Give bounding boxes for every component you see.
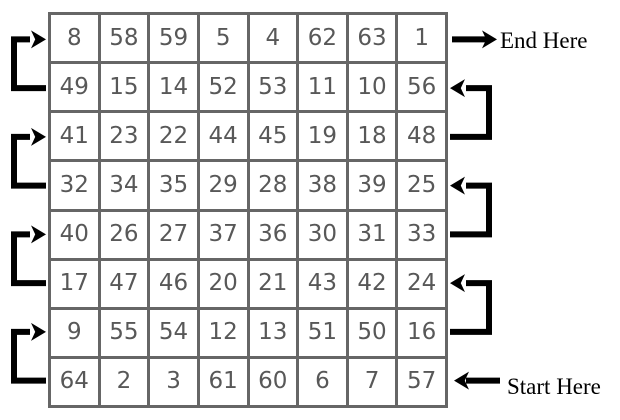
grid-cell: 5 [199,15,247,62]
grid-cell: 25 [398,162,445,209]
arrow-head-right-icon [31,30,46,49]
right-hook-connector [450,182,492,238]
grid-cell: 38 [299,162,346,209]
grid-cell: 33 [398,211,445,258]
grid-cell: 56 [398,64,445,111]
arrow-head-left-icon [454,371,469,390]
grid-cell: 51 [299,309,346,356]
grid-cell: 34 [100,162,148,209]
grid-cell: 36 [249,211,297,258]
grid-cell: 18 [348,113,396,160]
grid-cell: 46 [150,260,197,307]
grid-cell: 7 [348,358,396,405]
grid-cell: 58 [100,15,148,62]
grid-cell: 29 [199,162,247,209]
grid-cell: 24 [398,260,445,307]
left-hook-connector [11,133,46,189]
right-hook-connector [450,280,492,335]
arrow-head-left-icon [450,274,465,293]
grid-cell: 41 [51,113,98,160]
grid-cell: 12 [199,309,247,356]
grid-cell: 27 [150,211,197,258]
grid-cell: 19 [299,113,346,160]
grid-cell: 63 [348,15,396,62]
grid-cell: 1 [398,15,445,62]
grid-cell: 39 [348,162,396,209]
grid-cell: 4 [249,15,297,62]
arrow-head-right-icon [31,127,46,146]
grid-cell: 28 [249,162,297,209]
grid-cell: 26 [100,211,148,258]
grid-cell: 57 [398,358,445,405]
grid-cell: 15 [100,64,148,111]
grid-cell: 47 [100,260,148,307]
grid-cell: 62 [299,15,346,62]
grid-cell: 14 [150,64,197,111]
grid-cell: 37 [199,211,247,258]
grid-cell: 20 [199,260,247,307]
grid-cell: 16 [398,309,445,356]
grid-cell: 54 [150,309,197,356]
grid-cell: 61 [199,358,247,405]
left-hook-connector [11,36,46,92]
right-hook-connector [450,85,492,140]
grid-cell: 53 [249,64,297,111]
grid-cell: 44 [199,113,247,160]
left-hook-connector [11,328,46,384]
grid-cell: 52 [199,64,247,111]
grid-cell: 2 [100,358,148,405]
grid-cell: 32 [51,162,98,209]
grid-cell: 23 [100,113,148,160]
start-here-label: Start Here [507,374,601,399]
left-hook-connector [11,231,46,287]
grid-cell: 50 [348,309,396,356]
arrow-head-left-icon [450,79,465,98]
grid-cell: 3 [150,358,197,405]
grid-cell: 10 [348,64,396,111]
grid-cell: 21 [249,260,297,307]
grid-cell: 59 [150,15,197,62]
arrow-head-left-icon [450,176,465,195]
grid-cell: 9 [51,309,98,356]
grid-cell: 43 [299,260,346,307]
grid-cell: 13 [249,309,297,356]
grid-cell: 40 [51,211,98,258]
grid-cell: 6 [299,358,346,405]
grid-cell: 8 [51,15,98,62]
grid-cell: 64 [51,358,98,405]
arrow-head-right-icon [31,322,46,341]
end-here-label: End Here [500,28,588,53]
grid-cell: 31 [348,211,396,258]
grid-cell: 55 [100,309,148,356]
grid-cell: 30 [299,211,346,258]
grid-cell: 49 [51,64,98,111]
grid-cell: 42 [348,260,396,307]
grid-cell: 60 [249,358,297,405]
grid-cell: 17 [51,260,98,307]
arrow-head-right-icon [31,225,46,244]
grid-cell: 45 [249,113,297,160]
grid-cell: 22 [150,113,197,160]
grid-cell: 48 [398,113,445,160]
arrow-head-right-icon [482,30,497,49]
grid-cell: 11 [299,64,346,111]
grid-cell: 35 [150,162,197,209]
